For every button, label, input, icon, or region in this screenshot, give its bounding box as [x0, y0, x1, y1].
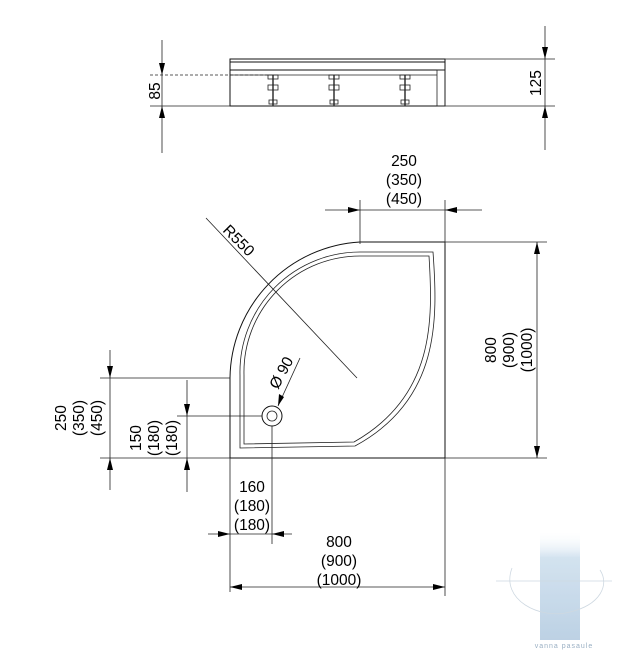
dim-drain-offset-2: (180)	[234, 498, 270, 515]
dim-left-offset-1: 250	[53, 405, 70, 431]
dim-drain-height-1: 150	[128, 425, 145, 451]
dim-left-offset-3: (450)	[89, 400, 106, 436]
adjustable-foot	[267, 74, 279, 106]
dim-drain-offset-1: 160	[239, 479, 265, 496]
radius-label: R550	[219, 222, 257, 260]
logo-text: vanna pasaule	[535, 643, 594, 650]
dim-bottom-width-1: 800	[326, 534, 352, 551]
dim-total-height: 125	[528, 70, 545, 96]
side-view: 85 125	[147, 26, 555, 153]
dim-top-offset-2: (350)	[386, 172, 422, 189]
dim-drain-height-2: (180)	[146, 420, 163, 456]
dim-top-offset-1: 250	[391, 153, 417, 170]
tray-basin-inner	[243, 255, 431, 445]
dim-drain-offset-3: (180)	[234, 517, 270, 534]
dim-tray-height: 85	[147, 82, 164, 99]
top-view: R550 Ø 90 250 (350) (450) 800 (900) (100…	[53, 153, 547, 596]
logo-bar	[540, 530, 580, 640]
dim-bottom-width-3: (1000)	[317, 572, 362, 589]
tray-basin	[239, 251, 436, 449]
adjustable-foot	[328, 74, 340, 106]
dim-left-offset-2: (350)	[71, 400, 88, 436]
dim-right-height-2: (900)	[501, 332, 518, 368]
dim-drain-height-3: (180)	[164, 420, 181, 456]
brand-logo: vanna pasaule	[496, 530, 612, 650]
drain-circle	[261, 405, 283, 427]
adjustable-foot	[399, 74, 411, 106]
dim-bottom-width-2: (900)	[321, 553, 357, 570]
tray-right-wall	[436, 69, 446, 107]
dim-right-height-1: 800	[483, 337, 500, 363]
dim-right-height-3: (1000)	[519, 328, 536, 373]
tray-outline	[229, 241, 446, 459]
dim-top-offset-3: (450)	[386, 191, 422, 208]
tray-side-outline	[229, 58, 446, 107]
